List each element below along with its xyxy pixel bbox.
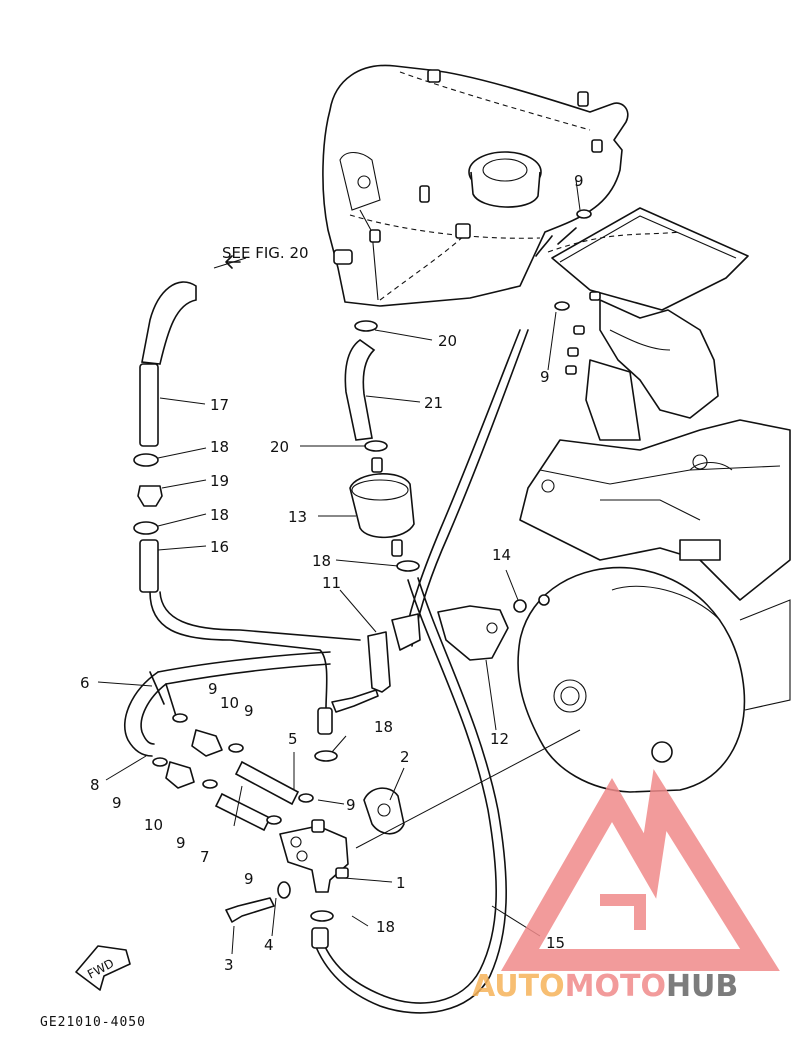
fuel-cock: [279, 819, 349, 893]
callout-12: 12: [490, 730, 509, 748]
callout-11: 11: [322, 574, 341, 592]
brand-text-auto: AUTO: [472, 969, 565, 1004]
callout-labels: SEE FIG. 20 20 21 20 17 18 19 18 16 13 1…: [80, 172, 584, 974]
callout-18-e: 18: [376, 918, 395, 936]
callout-13: 13: [288, 508, 307, 526]
callout-20-mid: 20: [270, 438, 289, 456]
callout-10-b: 10: [144, 816, 163, 834]
svg-text:AUTOMOTOHUB: AUTOMOTOHUB: [472, 969, 738, 1004]
brand-text-moto: MOTO: [565, 969, 666, 1004]
hose-routing: [123, 227, 681, 1014]
callout-18-c: 18: [312, 552, 331, 570]
callout-17: 17: [210, 396, 229, 414]
callout-3: 3: [224, 956, 234, 974]
brand-text-hub: HUB: [666, 969, 738, 1004]
callout-15: 15: [546, 934, 565, 952]
callout-18-a: 18: [210, 438, 229, 456]
callout-18-b: 18: [210, 506, 229, 524]
fuel-cap: [468, 151, 542, 208]
reference-arrow: [225, 255, 241, 269]
callout-9-h: 9: [540, 368, 550, 386]
callout-14: 14: [492, 546, 511, 564]
callout-19: 19: [210, 472, 229, 490]
engine-assembly: [517, 207, 791, 793]
callout-9-a: 9: [208, 680, 218, 698]
leader-lines: [97, 179, 581, 955]
callout-20-top: 20: [438, 332, 457, 350]
callout-1: 1: [396, 874, 406, 892]
callout-7: 7: [200, 848, 210, 866]
callout-9-c: 9: [112, 794, 122, 812]
callout-9-b: 9: [244, 702, 254, 720]
callout-9-f: 9: [244, 870, 254, 888]
callout-4: 4: [264, 936, 274, 954]
drawing-code: GE21010-4050: [40, 1015, 146, 1030]
small-parts: [133, 209, 592, 923]
callout-9-d: 9: [346, 796, 356, 814]
callout-9-g: 9: [574, 172, 584, 190]
callout-8: 8: [90, 776, 100, 794]
callout-18-d: 18: [374, 718, 393, 736]
callout-5: 5: [288, 730, 298, 748]
callout-21: 21: [424, 394, 443, 412]
see-fig-note: SEE FIG. 20: [222, 244, 309, 262]
callout-10-a: 10: [220, 694, 239, 712]
callout-16: 16: [210, 538, 229, 556]
fuel-filter: [349, 457, 415, 557]
fuel-tank: [322, 64, 629, 307]
watermark-logo: AUTOMOTOHUB: [472, 768, 780, 1004]
callout-2: 2: [400, 748, 410, 766]
forward-direction-arrow: FWD: [75, 945, 131, 991]
callout-6: 6: [80, 674, 90, 692]
callout-9-e: 9: [176, 834, 186, 852]
